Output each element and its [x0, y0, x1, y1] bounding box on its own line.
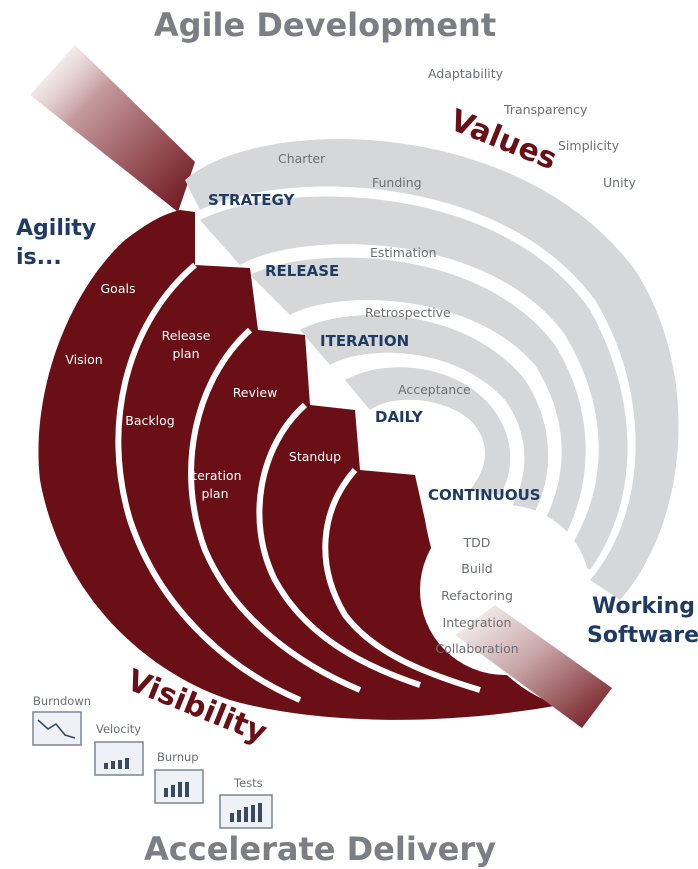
value-unity: Unity	[603, 175, 636, 190]
velocity-label: Velocity	[96, 722, 141, 736]
label-build: Build	[461, 561, 492, 576]
agility-line2: is...	[16, 245, 62, 270]
label-integration: Integration	[443, 615, 512, 630]
level-daily: DAILY	[375, 408, 424, 426]
level-release: RELEASE	[265, 262, 339, 280]
value-simplicity: Simplicity	[558, 138, 620, 153]
level-strategy: STRATEGY	[208, 191, 295, 209]
grey-band-daily	[300, 315, 549, 520]
label-funding: Funding	[372, 175, 422, 190]
burnup-chart: Burnup	[154, 750, 204, 804]
grey-band-release	[200, 196, 628, 570]
separator-4	[322, 468, 481, 693]
incoming-arrow	[30, 45, 195, 212]
grey-band-continuous	[345, 367, 511, 495]
label-release-plan: plan	[173, 346, 200, 361]
velocity-icon	[94, 741, 144, 776]
separator-3	[256, 402, 421, 688]
footer-title: Accelerate Delivery	[144, 830, 496, 868]
tests-label: Tests	[233, 776, 263, 790]
label-release: Release	[162, 328, 211, 343]
label-iteration: Iteration	[188, 468, 241, 483]
label-standup: Standup	[289, 449, 341, 464]
grey-bands	[185, 138, 679, 600]
separator-1	[115, 262, 302, 703]
separator-2	[188, 327, 362, 693]
velocity-chart: Velocity	[94, 722, 144, 776]
outgoing-arrow	[455, 605, 612, 728]
label-iteration-plan: plan	[202, 486, 229, 501]
level-continuous: CONTINUOUS	[428, 486, 541, 504]
value-adaptability: Adaptability	[428, 66, 504, 81]
label-vision: Vision	[65, 352, 102, 367]
label-estimation: Estimation	[370, 245, 437, 260]
working-line1: Working	[592, 594, 695, 619]
burndown-icon	[32, 711, 82, 746]
label-review: Review	[233, 385, 278, 400]
burndown-line	[37, 719, 76, 739]
label-retrospective: Retrospective	[365, 305, 451, 320]
tests-chart: Tests	[219, 776, 273, 829]
working-line2: Software	[587, 623, 698, 648]
label-refactoring: Refactoring	[441, 588, 513, 603]
grey-band-iteration	[250, 257, 586, 545]
label-charter: Charter	[278, 151, 326, 166]
level-iteration: ITERATION	[320, 332, 409, 350]
grey-band-strategy	[185, 138, 679, 600]
label-backlog: Backlog	[125, 413, 174, 428]
label-collaboration: Collaboration	[435, 641, 518, 656]
label-tdd: TDD	[463, 535, 491, 550]
burndown-chart: Burndown	[32, 694, 91, 746]
burndown-label: Burndown	[33, 694, 91, 708]
value-transparency: Transparency	[503, 102, 588, 117]
label-goals: Goals	[101, 281, 136, 296]
page-title: Agile Development	[154, 6, 496, 44]
agility-line1: Agility	[16, 216, 96, 241]
burnup-label: Burnup	[157, 750, 199, 764]
burnup-icon	[154, 769, 204, 804]
label-acceptance: Acceptance	[398, 382, 471, 397]
